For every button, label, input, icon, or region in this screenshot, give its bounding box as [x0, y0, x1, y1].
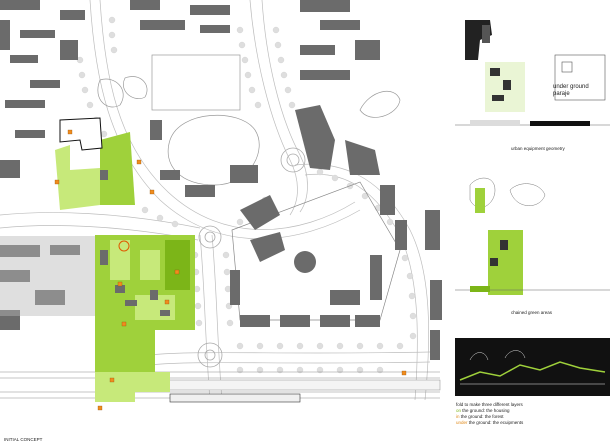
legend-item: on the ground: the housing: [456, 408, 606, 414]
roundabouts: [197, 147, 306, 368]
orange-markers: [54, 129, 407, 411]
legend-item-text: the ground: the ecuipments: [467, 420, 524, 425]
legend-item: in the ground: the forest: [456, 414, 606, 420]
legend-item-prefix: in: [456, 414, 460, 419]
legend-item-text: the ground: the housing: [461, 408, 510, 413]
corner-label: INITIAL CONCEPT: [4, 437, 43, 442]
legend: fold to make three different layers on t…: [456, 402, 606, 426]
legend-item-text: the ground: the forest: [459, 414, 504, 419]
green-areas: [55, 132, 195, 402]
grey-zone: [0, 236, 95, 316]
green-areas-label: chained green areas: [511, 310, 553, 315]
urban-equipment-label: urban equipment geometry: [511, 146, 565, 151]
station-building: [169, 393, 301, 403]
legend-item-prefix: on: [456, 408, 462, 413]
site-plan: [0, 0, 442, 411]
central-disc: [294, 251, 316, 273]
side-panel-1: [455, 20, 610, 126]
section-drawing: [455, 338, 610, 396]
green-buildings: [100, 170, 170, 316]
legend-intro: fold to make three different layers: [456, 402, 523, 407]
outlined-building: [59, 117, 103, 151]
legend-item: under the ground: the ecuipments: [456, 420, 606, 426]
legend-item-prefix: under: [456, 420, 468, 425]
underground-label: under ground paraje: [553, 84, 589, 97]
orange-ring: [118, 240, 130, 252]
